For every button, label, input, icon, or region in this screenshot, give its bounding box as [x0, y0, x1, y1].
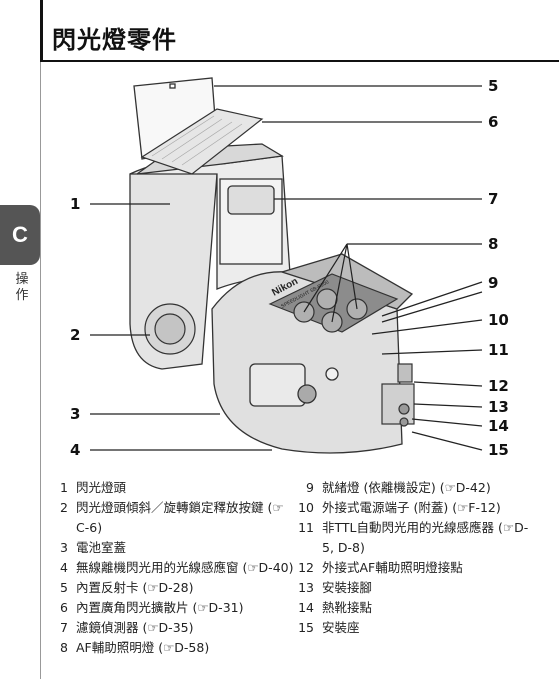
flash-diagram: Nikon SPEEDLIGHT SB-R200 1 2 3 4 5 6 7: [70, 77, 509, 459]
callout-3: 3: [70, 405, 80, 423]
callout-15: 15: [488, 441, 509, 459]
callout-2: 2: [70, 326, 80, 344]
callout-9: 9: [488, 274, 498, 292]
tilt-lock-button: [144, 303, 196, 355]
callout-14: 14: [488, 417, 509, 435]
wide-diffuser: [140, 108, 264, 175]
callout-13: 13: [488, 398, 509, 416]
header-bar: [0, 0, 559, 62]
section-tab: C: [0, 205, 40, 265]
callout-5: 5: [488, 77, 498, 95]
callout-10: 10: [488, 311, 509, 329]
callout-8: 8: [488, 235, 498, 253]
callout-12: 12: [488, 377, 509, 395]
flash-head: [129, 143, 291, 370]
callout-4: 4: [70, 441, 80, 459]
callout-11: 11: [488, 341, 509, 359]
page-title: 閃光燈零件: [52, 26, 177, 54]
header-underline: [40, 60, 559, 62]
callout-7: 7: [488, 190, 498, 208]
section-tab-letter: C: [12, 222, 28, 247]
callout-1: 1: [70, 195, 80, 213]
side-divider: [40, 62, 41, 679]
section-label: 操作: [15, 272, 29, 303]
callout-6: 6: [488, 113, 498, 131]
header-rule: [40, 0, 43, 62]
leader-lines: [90, 85, 483, 451]
